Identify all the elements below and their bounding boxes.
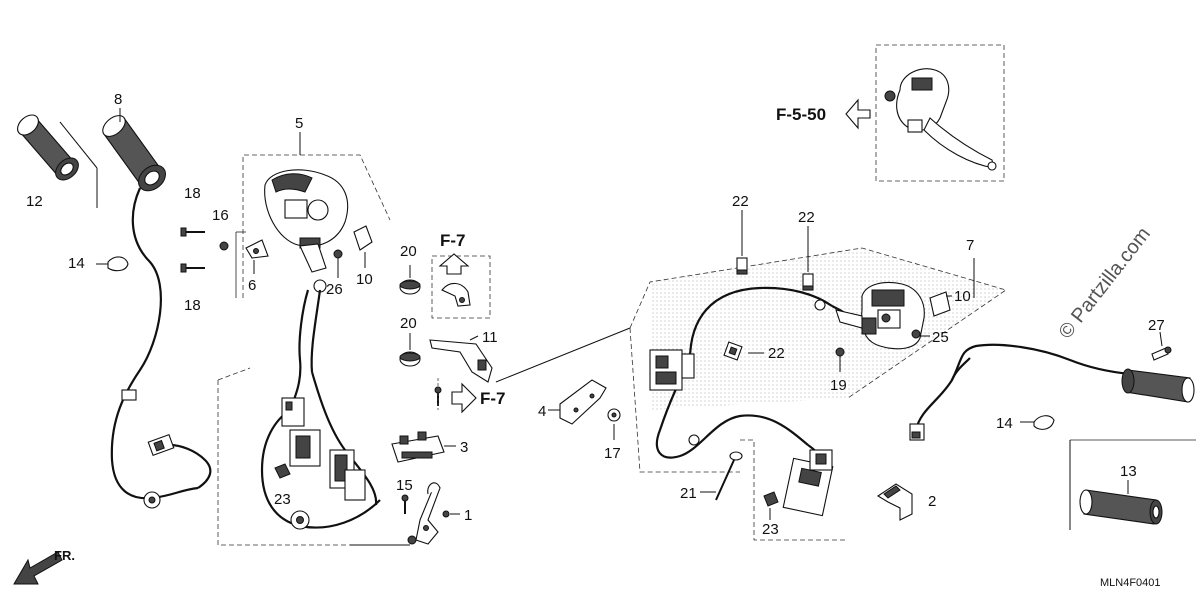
label-part-18-bottom: 18 (184, 297, 201, 314)
harness-connector-left (281, 397, 366, 501)
label-part-25: 25 (932, 329, 949, 346)
label-part-4: 4 (538, 403, 546, 420)
label-part-5: 5 (295, 115, 303, 132)
wire-clip-right (688, 299, 826, 446)
sensor-connector-right (782, 449, 834, 517)
label-part-22-left: 22 (732, 193, 749, 210)
screw-part-25 (911, 329, 921, 339)
label-part-6: 6 (248, 277, 256, 294)
left-handlebar-switch-part-5 (264, 169, 349, 293)
left-grip-part-12 (17, 114, 79, 181)
label-part-27: 27 (1148, 317, 1165, 334)
label-part-1: 1 (464, 507, 472, 524)
ref-f-5-50: F-5-50 (776, 105, 826, 124)
screw-part-16 (219, 241, 229, 251)
screw-part-15 (401, 494, 409, 514)
clamp-part-10-left (353, 225, 373, 251)
bracket-part-4 (559, 379, 607, 425)
label-part-10-right: 10 (954, 288, 971, 305)
grip-connector (147, 433, 175, 457)
label-part-19: 19 (830, 377, 847, 394)
label-part-20-top: 20 (400, 243, 417, 260)
label-part-7: 7 (966, 237, 974, 254)
cable-tie-part-14-right (1033, 415, 1055, 430)
front-arrow-label: FR. (54, 548, 75, 563)
plug-part-22-center (723, 341, 743, 361)
harness-connector-right (649, 349, 695, 391)
screw-part-18-bottom (180, 263, 205, 273)
ref-arrow-right-f7 (451, 382, 477, 414)
band-part-20-top (399, 279, 421, 295)
bolt-near-part-1 (442, 510, 450, 518)
wire-grommet-left (290, 510, 310, 530)
band-part-21 (715, 451, 743, 501)
clip-part-23-left (274, 463, 291, 479)
grip-part-13 (1079, 489, 1163, 525)
heated-grip-part-8 (102, 115, 166, 192)
label-part-22-center: 22 (768, 345, 785, 362)
wire-guide-part-11 (429, 339, 493, 383)
right-handlebar-switch-part-7 (835, 281, 925, 350)
ref-f-7-top: F-7 (440, 231, 466, 250)
part-number-labels: 8 12 14 18 18 16 6 5 26 10 20 20 11 3 15… (26, 91, 1165, 538)
watermark: © Partzilla.com (1055, 223, 1155, 343)
heated-grip-right (1121, 368, 1195, 403)
label-part-3: 3 (460, 439, 468, 456)
clamp-part-10-right (929, 291, 951, 317)
label-part-14-right: 14 (996, 415, 1013, 432)
reference-labels: F-5-50 F-7 F-7 (440, 105, 826, 408)
ref-arrow-left-f550 (845, 98, 871, 130)
grip-connector-right (909, 423, 925, 441)
label-part-2: 2 (928, 493, 936, 510)
screw-part-26 (333, 249, 343, 259)
wire-clamp-left (121, 389, 161, 509)
label-part-15: 15 (396, 477, 413, 494)
clip-part-6 (245, 239, 269, 259)
plug-part-22-right (802, 273, 814, 291)
label-part-14-left: 14 (68, 255, 85, 272)
label-part-11: 11 (482, 329, 498, 346)
cable-tie-part-14-left (107, 256, 129, 272)
nut-part-17 (607, 408, 621, 422)
label-part-26: 26 (326, 281, 343, 298)
label-part-20-bottom: 20 (400, 315, 417, 332)
label-part-23-right: 23 (762, 521, 779, 538)
lever-assembly-f550 (884, 68, 997, 171)
label-part-18-top: 18 (184, 185, 201, 202)
bracket-part-2 (876, 483, 913, 521)
label-part-23-left: 23 (274, 491, 291, 508)
bracket-part-1 (407, 482, 441, 545)
front-direction-arrow (13, 551, 63, 585)
plug-part-22-left (736, 257, 748, 275)
ref-arrow-up-f7 (438, 253, 470, 275)
label-part-10-left: 10 (356, 271, 373, 288)
bracket-f7-detail (441, 282, 471, 307)
band-part-20-bottom (399, 351, 421, 367)
clip-part-23-right (763, 491, 779, 507)
diagram-code: MLN4F0401 (1100, 577, 1161, 589)
ref-f-7-bottom: F-7 (480, 389, 506, 408)
label-part-12: 12 (26, 193, 43, 210)
label-part-22-right: 22 (798, 209, 815, 226)
screw-part-18-top (180, 227, 205, 237)
label-part-16: 16 (212, 207, 229, 224)
screw-part-19 (835, 347, 845, 372)
label-part-17: 17 (604, 445, 621, 462)
screw-part-27 (1151, 346, 1172, 361)
label-part-21: 21 (680, 485, 697, 502)
label-part-13: 13 (1120, 463, 1137, 480)
label-part-8: 8 (114, 91, 122, 108)
connector-block-part-3 (391, 431, 445, 463)
